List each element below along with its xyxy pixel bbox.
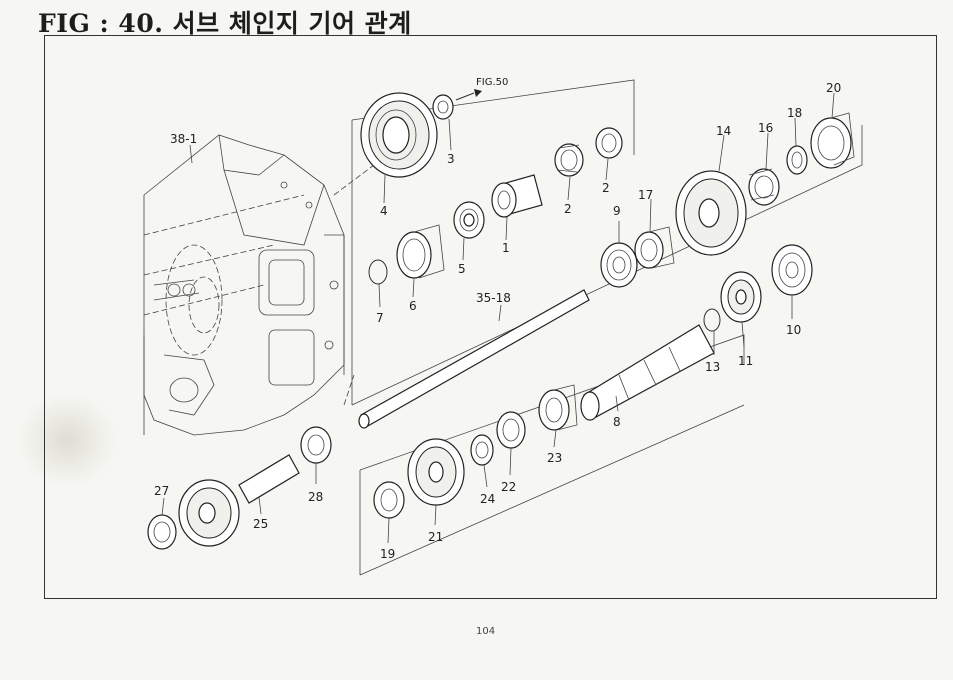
shaft-part-35-18 <box>358 289 590 429</box>
part-label-5: 5 <box>458 262 466 276</box>
bearing-part-2b <box>595 127 623 159</box>
ball-bearing-part-9 <box>600 242 638 288</box>
transmission-housing <box>143 134 345 436</box>
gear-part-14 <box>675 170 747 256</box>
part-label-25: 25 <box>253 517 268 531</box>
ball-bearing-part-10 <box>771 244 813 296</box>
gear-part-19 <box>373 481 405 519</box>
collar-part-6 <box>396 224 445 279</box>
figure-reference-label: FIG.50 <box>476 77 508 88</box>
part-label-4: 4 <box>380 204 388 218</box>
collar-part-23 <box>538 384 578 431</box>
bearing-part-20 <box>810 112 855 169</box>
snap-ring-part-7 <box>368 259 388 285</box>
part-label-27: 27 <box>154 484 169 498</box>
gear-part-5 <box>453 201 485 239</box>
part-label-23: 23 <box>547 451 562 465</box>
part-label-24: 24 <box>480 492 495 506</box>
part-label-14: 14 <box>716 124 731 138</box>
washer-part-3 <box>432 94 454 120</box>
part-label-2a: 2 <box>564 202 572 216</box>
part-label-28: 28 <box>308 490 323 504</box>
snap-ring-part-13 <box>703 308 721 332</box>
part-label-20: 20 <box>826 81 841 95</box>
gear-part-4 <box>360 92 438 178</box>
sleeve-part-1 <box>491 174 543 218</box>
gear-part-11 <box>720 271 762 323</box>
diagram-frame <box>44 35 937 599</box>
part-label-1: 1 <box>502 241 510 255</box>
part-label-38-1: 38-1 <box>170 132 197 146</box>
page-number: 104 <box>476 626 496 637</box>
part-label-22: 22 <box>501 480 516 494</box>
part-label-6: 6 <box>409 299 417 313</box>
part-label-35-18: 35-18 <box>476 291 511 305</box>
part-label-7: 7 <box>376 311 384 325</box>
bearing-part-27 <box>147 514 177 550</box>
needle-bearing-part-16 <box>748 168 780 206</box>
part-label-8: 8 <box>613 415 621 429</box>
needle-bearing-part-22 <box>496 411 526 449</box>
leader-lines <box>161 92 835 544</box>
washer-part-24 <box>470 434 494 466</box>
gear-part-21 <box>407 438 465 506</box>
part-label-2b: 2 <box>602 181 610 195</box>
part-label-3: 3 <box>447 152 455 166</box>
part-label-10: 10 <box>786 323 801 337</box>
part-label-17: 17 <box>638 188 653 202</box>
exploded-parts-diagram: FIG.50 38-1 4 3 2 2 1 5 6 7 9 17 14 16 1… <box>143 77 863 576</box>
part-label-16: 16 <box>758 121 773 135</box>
bearing-part-2a <box>554 143 584 177</box>
part-label-11: 11 <box>738 354 753 368</box>
oil-seal-part-28 <box>300 426 332 464</box>
part-label-13: 13 <box>705 360 720 374</box>
part-label-9: 9 <box>613 204 621 218</box>
gear-shaft-part-25 <box>178 454 300 547</box>
washer-part-18 <box>786 145 808 175</box>
collar-part-17 <box>634 226 675 269</box>
part-label-21: 21 <box>428 530 443 544</box>
part-label-18: 18 <box>787 106 802 120</box>
part-label-19: 19 <box>380 547 395 561</box>
shaft-part-8 <box>580 324 715 421</box>
figure-title: FIG : 40. 서브 체인지 기어 관계 <box>38 9 412 38</box>
